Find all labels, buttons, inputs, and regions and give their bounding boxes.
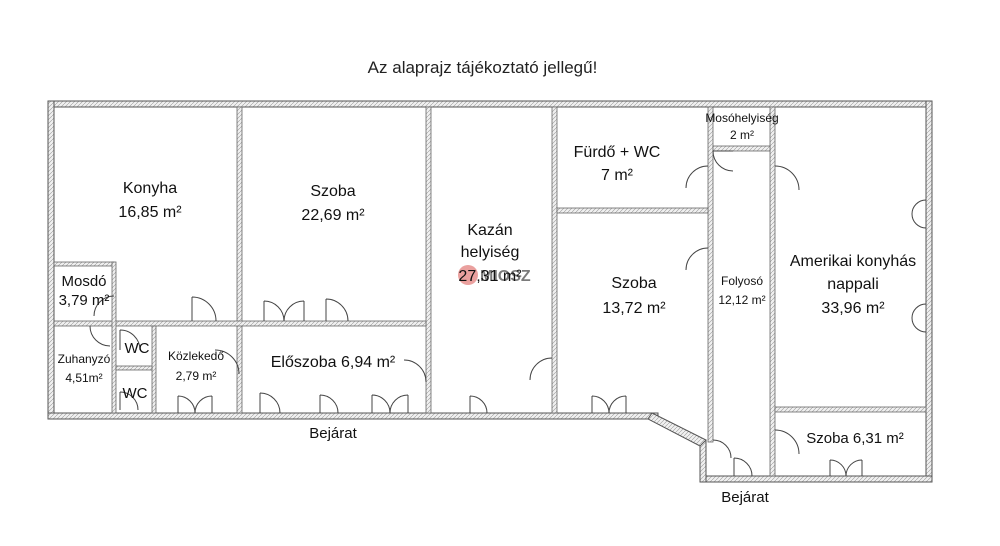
door-eloszoba-a	[259, 392, 281, 414]
door-furdo	[685, 165, 709, 189]
door-eloszoba-side	[403, 359, 427, 383]
door-szoba-1b	[283, 300, 305, 322]
door-konyha	[191, 296, 217, 322]
windows	[911, 199, 927, 333]
door-moso	[712, 150, 734, 172]
entrance-main-label: Bejárat	[309, 425, 357, 442]
room-szoba2-area: 13,72 m²	[602, 300, 666, 317]
door-szoba-2a	[591, 395, 610, 414]
door-wc2	[119, 391, 139, 411]
room-moso-name: Mosóhelyiség	[705, 111, 778, 125]
room-mosdo-name: Mosdó	[61, 273, 106, 290]
room-konyha-name: Konyha	[123, 180, 177, 197]
room-szoba2-name: Szoba	[611, 275, 656, 292]
door-entrance-side	[733, 457, 753, 477]
door-folyoso-szoba3	[774, 429, 800, 455]
room-kazan-name-2: helyiség	[461, 244, 520, 261]
door-kozlekedo-a	[177, 395, 196, 414]
room-amerikai-name-2: nappali	[827, 276, 879, 293]
room-wc2-name: WC	[123, 385, 148, 402]
door-szoba-1a	[263, 300, 285, 322]
room-kazan-name-1: Kazán	[467, 222, 512, 239]
door-kozlekedo-side	[214, 349, 240, 375]
door-entrance-side-b	[712, 439, 732, 459]
door-szoba3-a	[829, 459, 847, 477]
door-wc1	[119, 329, 141, 351]
door-kazan-bottom	[469, 395, 488, 414]
room-kazan-area: 27,31 m²	[458, 268, 522, 285]
room-moso-area: 2 m²	[730, 128, 754, 142]
room-wc1-name: WC	[125, 340, 150, 357]
room-labels: Konyha 16,85 m² Szoba 22,69 m² Kazán hel…	[58, 111, 916, 506]
door-eloszoba-d	[389, 394, 409, 414]
door-mosdo	[93, 295, 115, 317]
plan-disclaimer-title: Az alaprajz tájékoztató jellegű!	[367, 58, 598, 77]
room-folyoso-name: Folyosó	[721, 274, 763, 288]
entrance-side-label: Bejárat	[721, 489, 769, 506]
doors	[89, 150, 863, 477]
room-furdo-area: 7 m²	[601, 167, 634, 184]
room-amerikai-name-1: Amerikai konyhás	[790, 253, 916, 270]
room-szoba1-area: 22,69 m²	[301, 207, 365, 224]
door-kozlekedo-b	[194, 395, 213, 414]
interior-walls	[53, 106, 927, 477]
room-konyha-area: 16,85 m²	[118, 204, 182, 221]
door-eloszoba-c	[371, 394, 391, 414]
door-eloszoba-b	[319, 394, 339, 414]
room-szoba3-label: Szoba 6,31 m²	[806, 430, 904, 447]
room-szoba1-name: Szoba	[310, 183, 355, 200]
door-szoba-2-side	[685, 247, 709, 271]
door-zuhany	[89, 325, 111, 347]
room-eloszoba-label: Előszoba 6,94 m²	[271, 354, 396, 371]
room-kozlekedo-area: 2,79 m²	[176, 369, 217, 383]
room-furdo-name: Fürdő + WC	[574, 144, 661, 161]
outer-walls	[47, 100, 933, 483]
room-amerikai-area: 33,96 m²	[821, 300, 885, 317]
door-szoba-2b	[608, 395, 627, 414]
door-szoba-1c	[325, 298, 349, 322]
room-folyoso-area: 12,12 m²	[718, 293, 765, 307]
door-kazan-side	[529, 357, 553, 381]
room-zuhany-name: Zuhanyzó	[58, 352, 111, 366]
watermark-text: MIOSZ	[480, 268, 531, 285]
watermark-logo: MIOSZ	[458, 265, 531, 285]
room-zuhany-area: 4,51m²	[65, 371, 102, 385]
door-folyoso-nappali	[774, 165, 800, 191]
room-mosdo-area: 3,79 m²	[59, 292, 110, 309]
door-szoba3-b	[845, 459, 863, 477]
room-kozlekedo-name: Közlekedő	[168, 349, 224, 363]
